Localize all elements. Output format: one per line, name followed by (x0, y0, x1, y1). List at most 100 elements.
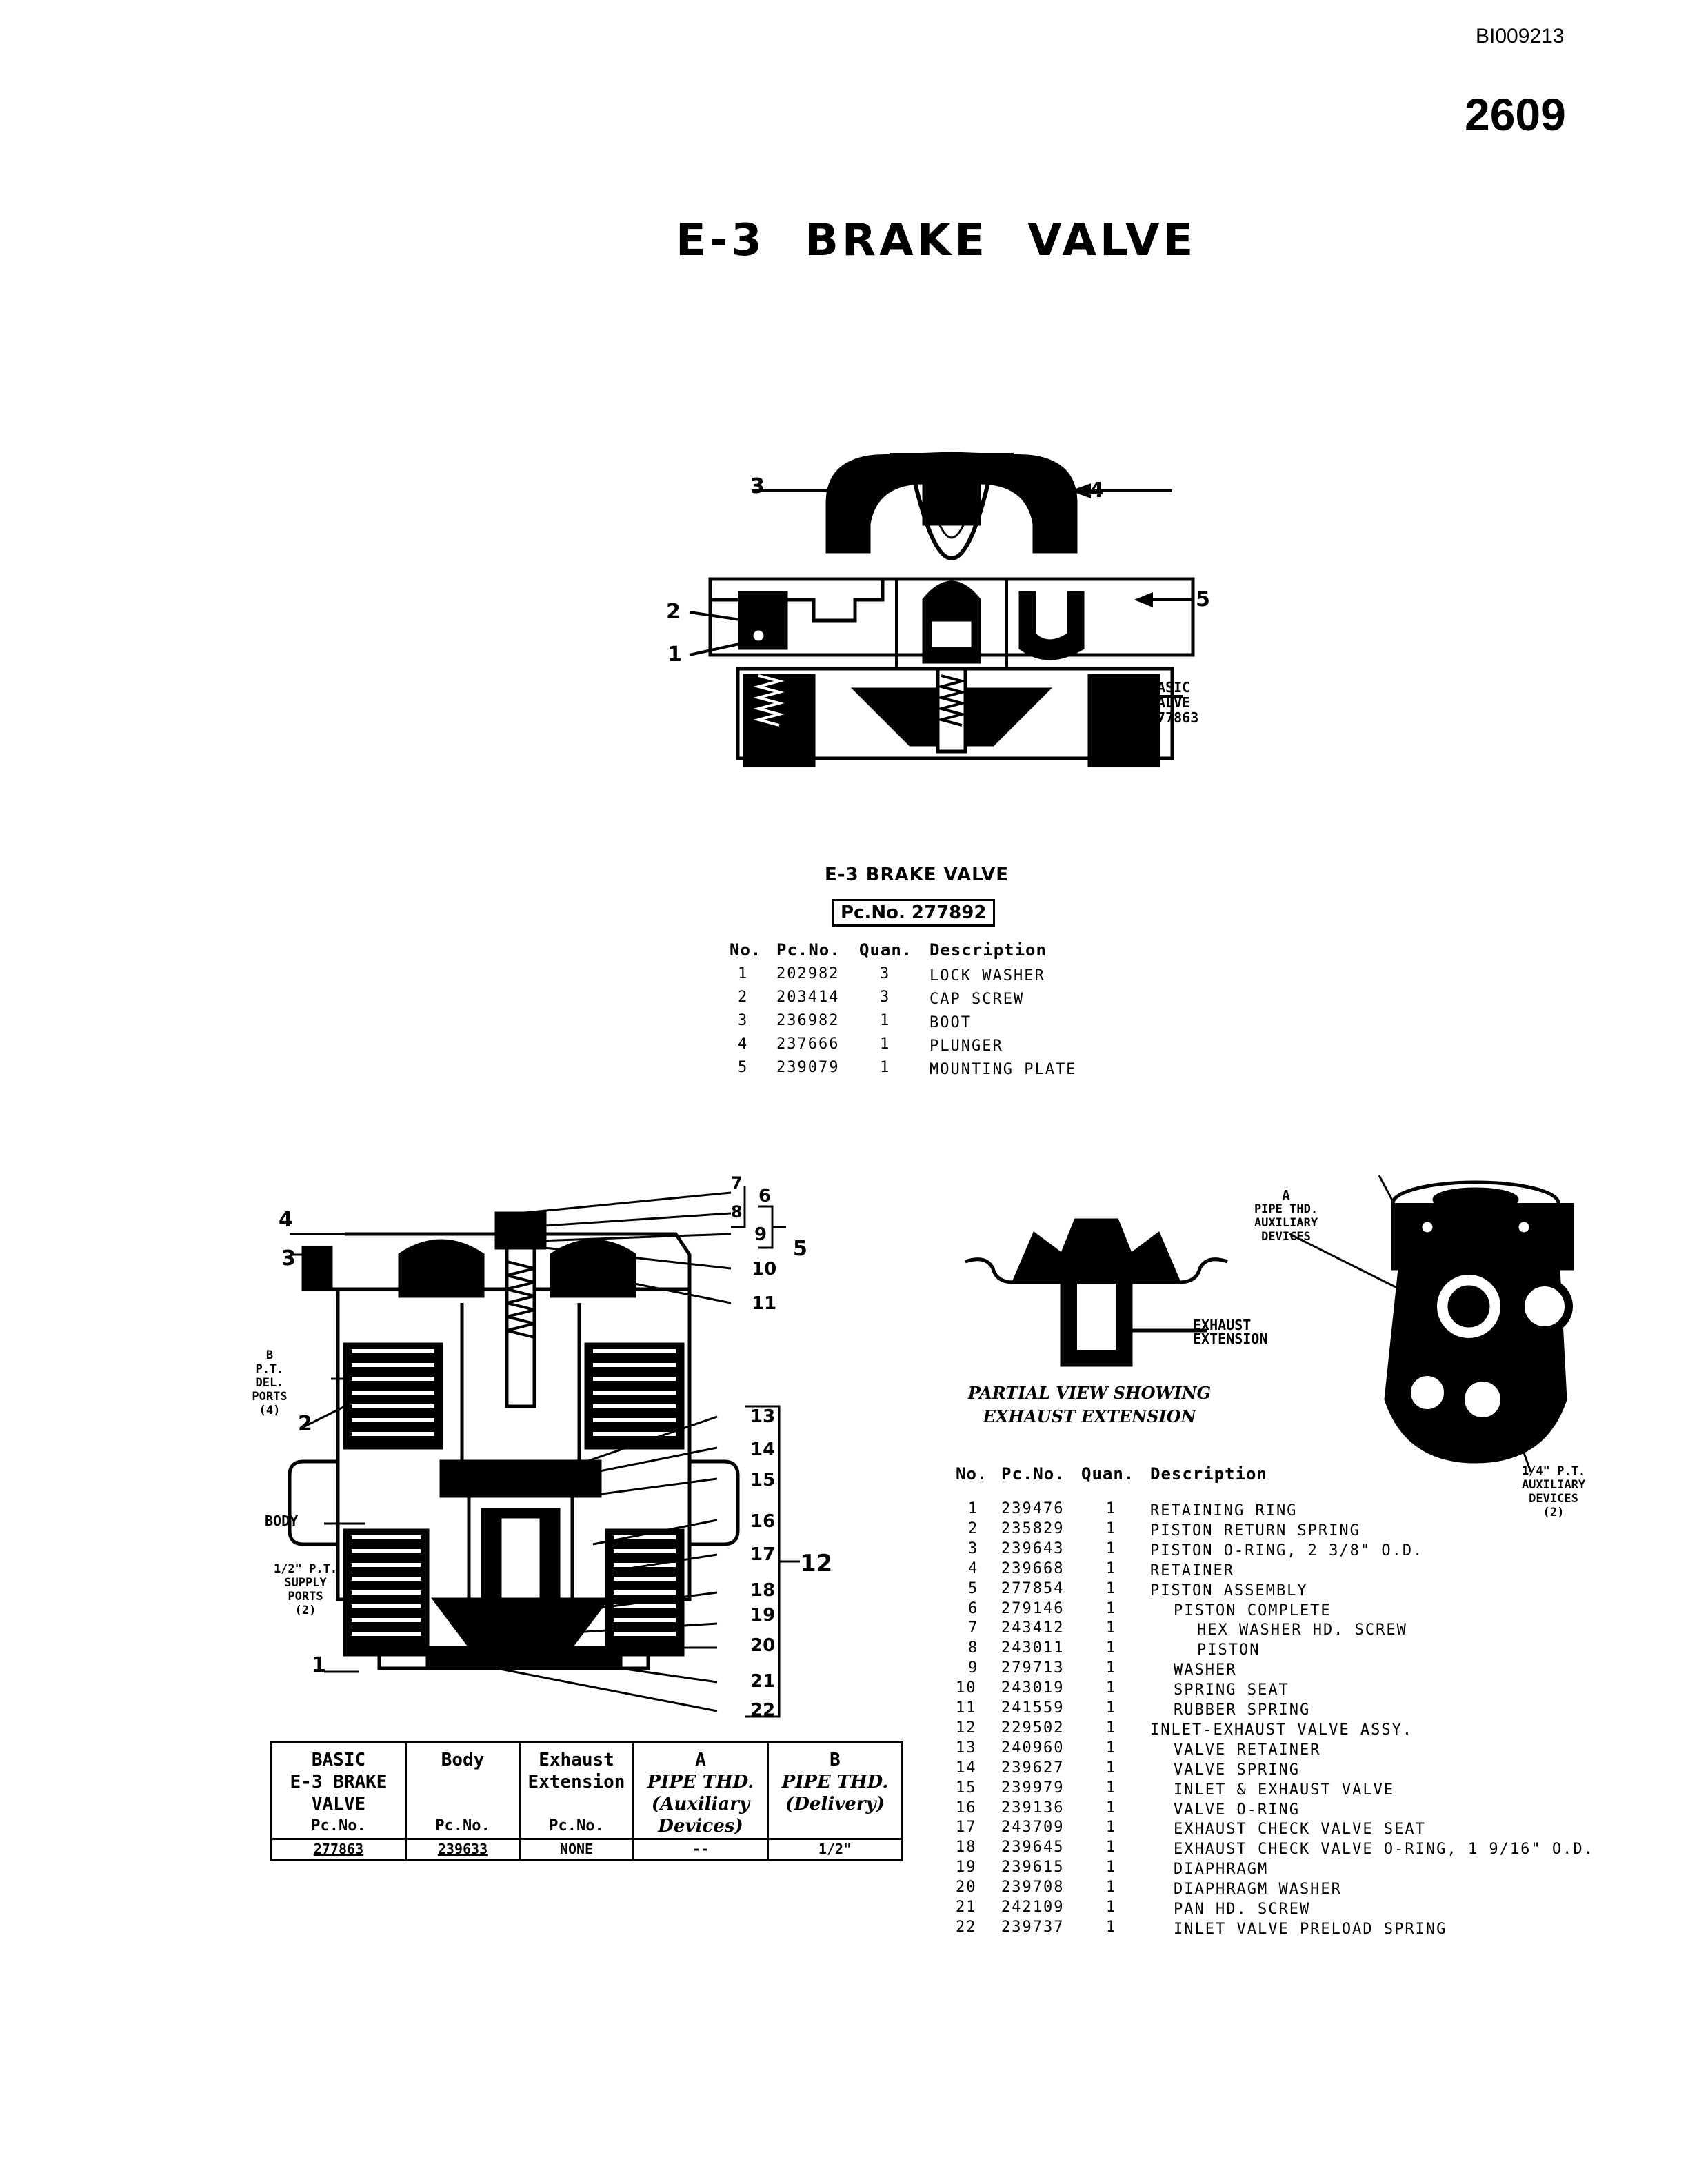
parts-list-cell-desc: PISTON RETURN SPRING (1150, 1521, 1360, 1539)
callout-5: 5 (1196, 587, 1210, 611)
parts-list-cell-no: 17 (956, 1819, 977, 1837)
parts-list-cell-qty: 1 (1106, 1759, 1117, 1777)
callout-16: 16 (750, 1511, 776, 1532)
callout-4: 4 (279, 1208, 293, 1232)
top-parts-cell-pc: 237666 (776, 1035, 840, 1053)
pipe-thd-leader (1289, 1233, 1400, 1291)
parts-list-cell-qty: 1 (1106, 1779, 1117, 1797)
callout-4: 4 (1089, 478, 1104, 503)
callout-2: 2 (298, 1412, 312, 1436)
col-header-qty: Quan. (1081, 1464, 1135, 1484)
external-view-drawing (1378, 1175, 1574, 1473)
parts-list-cell-qty: 1 (1106, 1519, 1117, 1537)
callout-19: 19 (750, 1605, 776, 1626)
parts-list-cell-qty: 1 (1106, 1599, 1117, 1617)
callout-3: 3 (281, 1246, 296, 1271)
parts-list-cell-desc: VALVE SPRING (1174, 1761, 1300, 1779)
header-line: Exhaust (539, 1750, 614, 1770)
parts-list-cell-desc: DIAPHRAGM WASHER (1174, 1881, 1342, 1899)
callout-1: 1 (667, 643, 682, 667)
top-parts-cell-no: 2 (738, 989, 749, 1006)
parts-list-cell-desc: INLET & EXHAUST VALVE (1174, 1781, 1395, 1799)
parts-list-cell-no: 5 (968, 1579, 979, 1597)
parts-list-cell-pc: 239668 (1001, 1559, 1065, 1577)
top-parts-cell-no: 4 (738, 1035, 749, 1053)
label-line: (2) (1543, 1506, 1565, 1519)
parts-list-cell-no: 9 (968, 1659, 979, 1677)
header-spacer (408, 1771, 518, 1815)
label-line: A (1281, 1187, 1291, 1204)
callout-7: 7 (731, 1173, 743, 1193)
label-line: AUXILIARY (1254, 1216, 1318, 1230)
top-parts-cell-no: 3 (738, 1012, 749, 1029)
label-line: DEVICES (1529, 1492, 1578, 1506)
top-parts-cell-pc: 239079 (776, 1059, 840, 1076)
assembly-subtitle: E-3 BRAKE VALVE (825, 865, 1009, 885)
parts-list-cell-pc: 239979 (1001, 1779, 1065, 1797)
assembly-pc-number: Pc.No. 277892 (832, 899, 996, 927)
top-parts-cell-qty: 3 (880, 989, 891, 1006)
header-spacer (521, 1793, 632, 1815)
page-title: E-3 BRAKE VALVE (676, 215, 1197, 266)
parts-list-cell-no: 19 (956, 1859, 977, 1877)
parts-list-cell-desc: DIAPHRAGM (1174, 1861, 1269, 1879)
callout-3: 3 (750, 474, 765, 498)
parts-list-cell-qty: 1 (1106, 1819, 1117, 1837)
parts-list-cell-no: 4 (968, 1559, 979, 1577)
parts-list-cell-pc: 243412 (1001, 1619, 1065, 1637)
parts-list-cell-qty: 1 (1106, 1739, 1117, 1757)
callout-8: 8 (731, 1202, 743, 1222)
parts-list-cell-desc: RETAINING RING (1150, 1502, 1298, 1519)
header-sub: Pc.No. (311, 1817, 366, 1834)
spec-value-a: -- (632, 1838, 769, 1861)
parts-list-cell-qty: 1 (1106, 1699, 1117, 1717)
label-line: AUXILIARY (1521, 1478, 1586, 1492)
parts-list-cell-desc: INLET VALVE PRELOAD SPRING (1174, 1920, 1447, 1938)
top-parts-cell-desc: MOUNTING PLATE (930, 1061, 1077, 1078)
parts-list-cell-pc: 239476 (1001, 1500, 1065, 1517)
label-line: PORTS (288, 1590, 323, 1604)
top-parts-cell-qty: 1 (880, 1035, 891, 1053)
parts-list-cell-no: 15 (956, 1779, 977, 1797)
callout-1: 1 (312, 1653, 326, 1677)
partial-view-drawing (965, 1218, 1228, 1367)
top-parts-cell-desc: CAP SCREW (930, 991, 1025, 1008)
parts-list-cell-pc: 239708 (1001, 1879, 1065, 1897)
parts-list-cell-desc: PISTON COMPLETE (1174, 1601, 1332, 1619)
exhaust-extension-label: EXHAUST EXTENSION (1193, 1318, 1267, 1346)
parts-list-cell-qty: 1 (1106, 1659, 1117, 1677)
header-line: (Delivery) (785, 1794, 885, 1814)
parts-list-cell-pc: 239645 (1001, 1839, 1065, 1857)
spec-value-exhaust: NONE (519, 1838, 634, 1861)
parts-list-cell-no: 18 (956, 1839, 977, 1857)
parts-list-cell-no: 12 (956, 1719, 977, 1737)
header-line: (Auxiliary (651, 1794, 750, 1814)
parts-list-cell-qty: 1 (1106, 1639, 1117, 1657)
parts-list-cell-pc: 239737 (1001, 1918, 1065, 1936)
header-line: VALVE (311, 1794, 366, 1814)
basic-valve-line: VALVE (1149, 694, 1191, 711)
parts-list-cell-pc: 239627 (1001, 1759, 1065, 1777)
spec-header-a: A PIPE THD. (Auxiliary Devices) (632, 1741, 769, 1840)
parts-list-cell-desc: HEX WASHER HD. SCREW (1197, 1621, 1407, 1639)
header-line: BASIC (311, 1750, 366, 1770)
header-line: A (695, 1750, 706, 1770)
col-header-desc: Description (1150, 1464, 1267, 1484)
parts-list-cell-pc: 242109 (1001, 1899, 1065, 1916)
parts-list-cell-desc: RETAINER (1150, 1561, 1234, 1579)
parts-list-cell-no: 20 (956, 1879, 977, 1897)
callout-13: 13 (750, 1406, 776, 1427)
parts-list-cell-no: 3 (968, 1539, 979, 1557)
top-assembly-leaders (689, 483, 1193, 704)
spec-value-basic: 277863 (270, 1838, 407, 1861)
caption-line: EXHAUST EXTENSION (983, 1406, 1196, 1426)
parts-list-cell-pc: 239615 (1001, 1859, 1065, 1877)
top-parts-cell-no: 5 (738, 1059, 749, 1076)
parts-list-cell-pc: 243011 (1001, 1639, 1065, 1657)
parts-list-cell-pc: 239136 (1001, 1799, 1065, 1817)
sheet-number: 2609 (1465, 89, 1566, 140)
parts-list-cell-desc: EXHAUST CHECK VALVE SEAT (1174, 1821, 1426, 1839)
parts-list-cell-qty: 1 (1106, 1719, 1117, 1737)
